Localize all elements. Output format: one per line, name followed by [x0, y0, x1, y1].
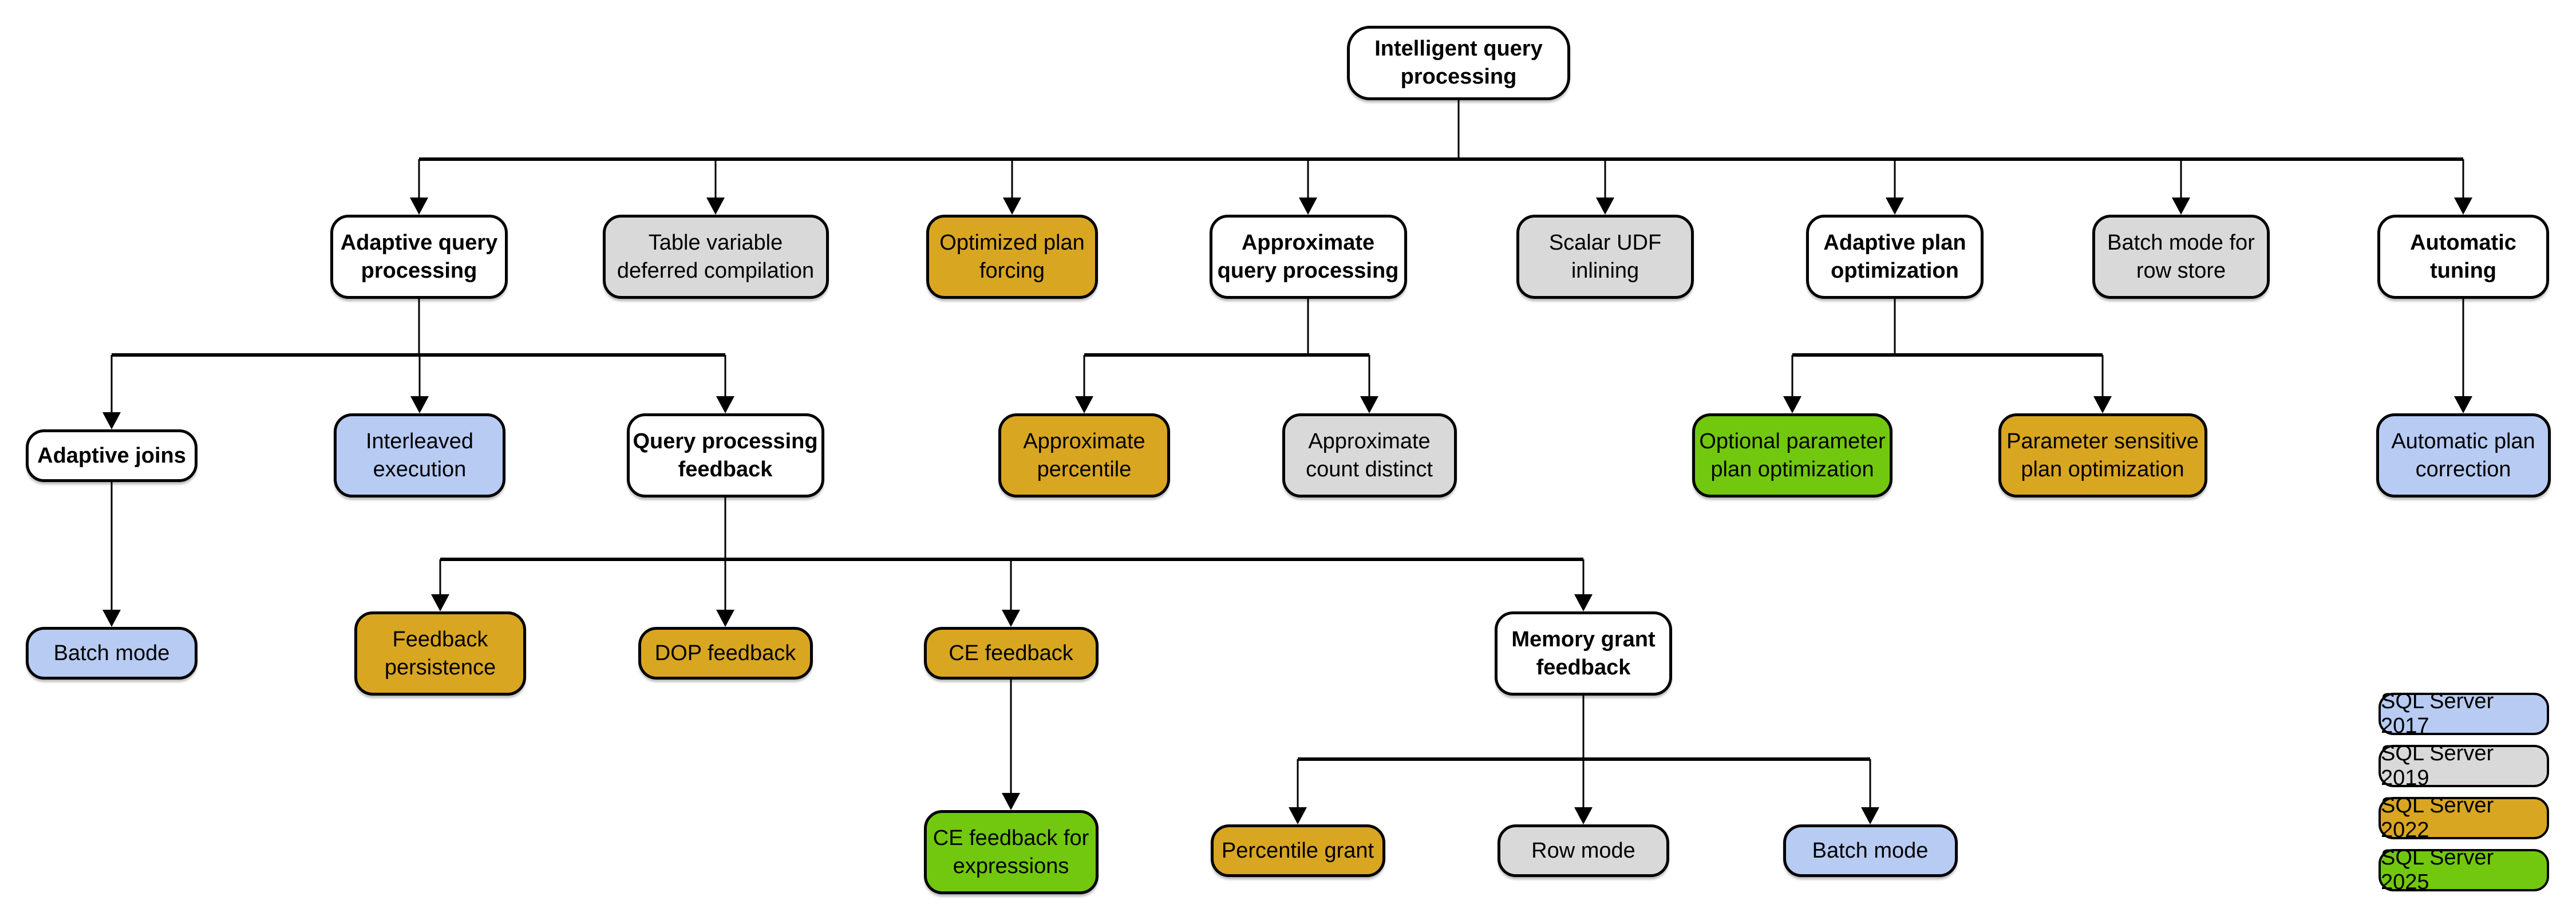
legend-item-sql-server-2019: SQL Server 2019: [2379, 741, 2549, 790]
node-ce-feedback: CE feedback: [923, 627, 1099, 680]
arrowhead-icon: [1783, 396, 1801, 413]
node-feedback-persistence: Feedback persistence: [354, 611, 526, 696]
node-adaptive-query-processing: Adaptive query processing: [330, 215, 508, 299]
arrowhead-icon: [1596, 198, 1614, 215]
arrowhead-icon: [1574, 807, 1593, 824]
node-intelligent-query-processing: Intelligent query processing: [1347, 26, 1570, 100]
node-batch-mode-adaptive-joins: Batch mode: [26, 627, 197, 680]
arrowhead-icon: [2172, 198, 2190, 215]
node-automatic-plan-correction: Automatic plan correction: [2376, 413, 2551, 498]
arrowhead-icon: [410, 396, 429, 413]
node-adaptive-plan-optimization: Adaptive plan optimization: [1806, 215, 1984, 299]
arrowhead-icon: [2093, 396, 2112, 413]
arrowhead-icon: [706, 198, 725, 215]
arrowhead-icon: [410, 198, 428, 215]
legend-item-sql-server-2017: SQL Server 2017: [2379, 689, 2549, 738]
node-query-processing-feedback: Query processing feedback: [626, 413, 824, 498]
edge-group: [102, 100, 2472, 824]
node-approximate-count-distinct: Approximate count distinct: [1282, 413, 1457, 498]
node-scalar-udf-inlining: Scalar UDF inlining: [1516, 215, 1694, 299]
arrowhead-icon: [102, 412, 121, 429]
node-optional-parameter-plan-optimization: Optional parameter plan optimization: [1692, 413, 1893, 498]
node-memory-grant-feedback: Memory grant feedback: [1495, 611, 1672, 696]
arrowhead-icon: [1886, 198, 1904, 215]
arrowhead-icon: [1574, 594, 1593, 611]
node-interleaved-execution: Interleaved execution: [334, 413, 505, 498]
node-approximate-query-processing: Approximate query processing: [1209, 215, 1407, 299]
node-batch-mode-memory-grant: Batch mode: [1783, 824, 1958, 877]
node-optimized-plan-forcing: Optimized plan forcing: [926, 215, 1098, 299]
arrowhead-icon: [431, 594, 449, 611]
arrowhead-icon: [716, 396, 734, 413]
arrowhead-icon: [1360, 396, 1378, 413]
node-table-variable-deferred-compilation: Table variable deferred compilation: [602, 215, 829, 299]
arrowhead-icon: [1289, 807, 1307, 824]
arrowhead-icon: [2454, 198, 2472, 215]
arrowhead-icon: [1861, 807, 1879, 824]
node-ce-feedback-for-expressions: CE feedback for expressions: [923, 810, 1099, 894]
arrowhead-icon: [1003, 198, 1021, 215]
node-dop-feedback: DOP feedback: [638, 627, 813, 680]
arrowhead-icon: [1075, 396, 1093, 413]
arrowhead-icon: [1002, 793, 1020, 810]
node-adaptive-joins: Adaptive joins: [26, 429, 197, 482]
arrowhead-icon: [102, 610, 121, 627]
legend-item-sql-server-2025: SQL Server 2025: [2379, 846, 2549, 894]
node-percentile-grant: Percentile grant: [1210, 824, 1385, 877]
arrowhead-icon: [1002, 610, 1020, 627]
arrowhead-icon: [1299, 198, 1317, 215]
legend-item-sql-server-2022: SQL Server 2022: [2379, 793, 2549, 842]
node-approximate-percentile: Approximate percentile: [998, 413, 1170, 498]
node-parameter-sensitive-plan-optimization: Parameter sensitive plan optimization: [1998, 413, 2207, 498]
arrowhead-icon: [716, 610, 734, 627]
node-row-mode: Row mode: [1498, 824, 1669, 877]
arrowhead-icon: [2454, 396, 2472, 413]
node-automatic-tuning: Automatic tuning: [2377, 215, 2549, 299]
node-batch-mode-for-row-store: Batch mode for row store: [2092, 215, 2270, 299]
